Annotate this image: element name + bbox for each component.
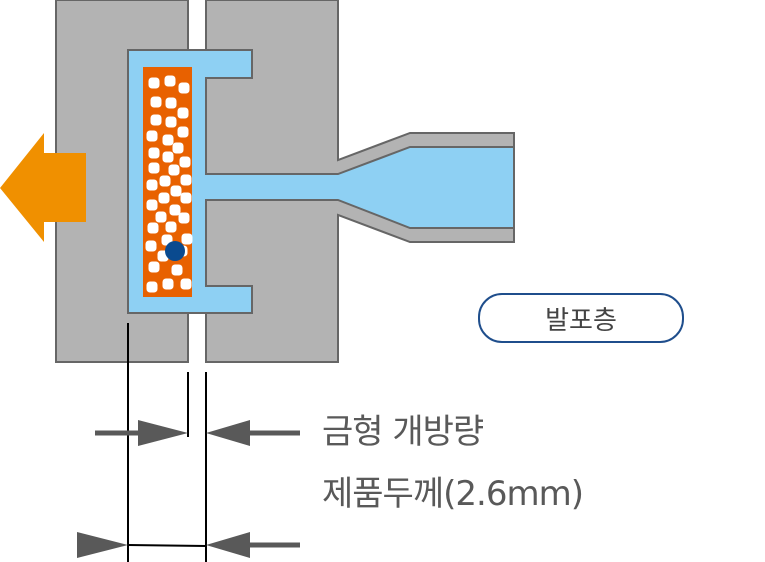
foam-bubble — [180, 278, 192, 290]
foam-bubble — [150, 96, 162, 108]
foam-bubble — [162, 134, 174, 146]
thickness-arrow-right-head — [206, 532, 250, 558]
foam-layer-label: 발포층 — [478, 293, 684, 343]
foam-bubble — [177, 126, 189, 138]
cavity-molded-part — [127, 49, 515, 314]
foam-bubble — [181, 233, 193, 245]
product-thickness-label: 제품두께(2.6mm) — [322, 474, 584, 514]
foam-bubbles — [145, 75, 193, 293]
foam-bubble — [180, 174, 192, 186]
foam-bubble — [148, 147, 160, 159]
opening-arrow-left-head — [138, 420, 188, 446]
mold-opening-label: 금형 개방량 — [322, 412, 484, 452]
foam-bubble — [165, 97, 177, 109]
foam-layer-text: 발포층 — [545, 305, 617, 336]
foam-bubble — [148, 261, 160, 273]
foam-bubble — [146, 179, 158, 191]
foam-bubble — [177, 107, 189, 119]
dimension-lines — [127, 323, 207, 562]
foam-bubble — [172, 142, 184, 154]
foam-bubble — [150, 114, 162, 126]
foam-bubble — [169, 204, 181, 216]
foam-bubble — [180, 192, 192, 204]
mold-open-direction-arrow — [0, 133, 86, 242]
foam-bubble — [164, 75, 176, 87]
foam-bubble — [178, 212, 190, 224]
foam-bubble — [145, 240, 157, 252]
foam-bubble — [162, 151, 174, 163]
foam-bubble — [158, 192, 170, 204]
foam-bubble — [146, 199, 158, 211]
foam-bubble — [165, 221, 177, 233]
foam-bubble — [148, 162, 160, 174]
foam-bubble — [179, 156, 191, 168]
foam-bubble — [171, 264, 183, 276]
foam-bubble — [147, 222, 159, 234]
foam-bubble — [178, 82, 190, 94]
bubble-marker — [165, 241, 185, 261]
dimension-arrows — [77, 420, 300, 558]
foam-bubble — [168, 164, 180, 176]
foam-bubble — [159, 175, 171, 187]
foam-bubble — [146, 130, 158, 142]
foam-bubble — [170, 185, 182, 197]
foam-bubble — [162, 278, 174, 290]
foam-bubble — [148, 77, 160, 89]
foam-bubble — [165, 116, 177, 128]
thickness-arrow-left-head — [77, 532, 128, 558]
foam-bubble — [146, 281, 158, 293]
foam-bubble — [155, 211, 167, 223]
opening-arrow-right-head — [206, 420, 250, 446]
thickness-dimension-line — [127, 544, 207, 547]
